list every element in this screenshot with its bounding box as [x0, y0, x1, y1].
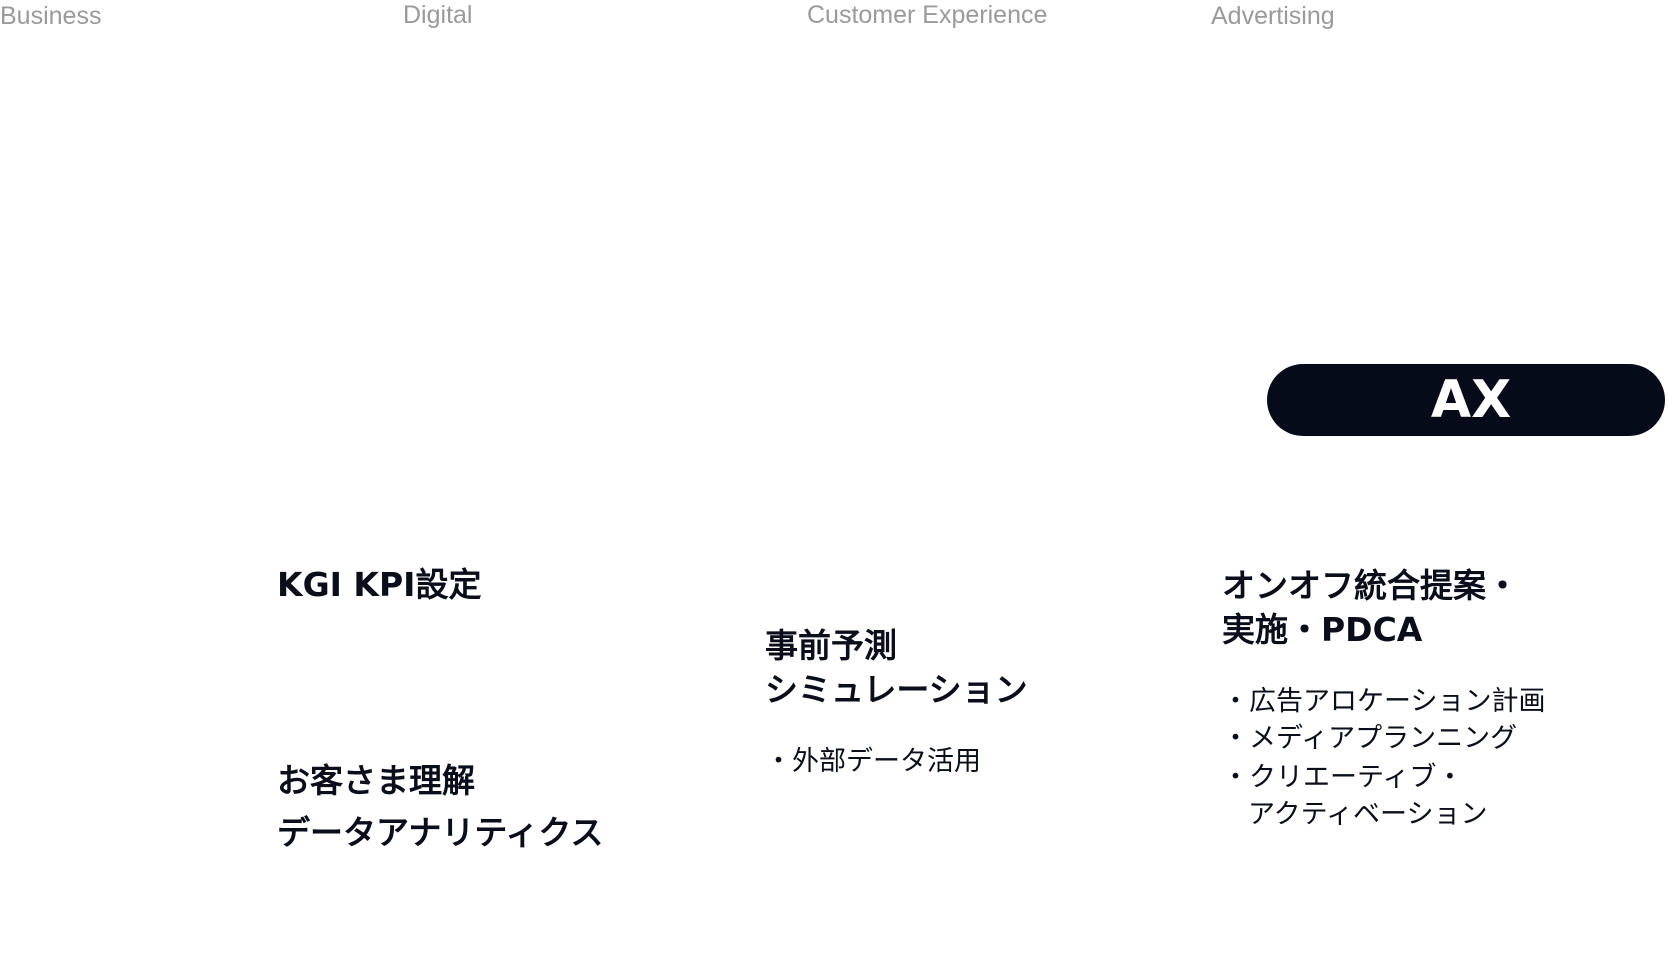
ax-badge-label: AX	[1430, 370, 1512, 430]
ad-bullet: ・メディアプランニング	[1222, 723, 1518, 754]
ad-bullet: ・広告アロケーション計画	[1222, 686, 1546, 717]
data-analytics-heading: データアナリティクス	[277, 813, 604, 852]
forecast-heading-line1: 事前予測	[765, 626, 897, 665]
ax-badge: AX	[1267, 364, 1665, 436]
ad-bullet-continuation: アクティベーション	[1248, 799, 1488, 830]
category-business: Business	[0, 2, 102, 30]
forecast-heading-line2: シミュレーション	[765, 670, 1028, 709]
ad-bullet: ・クリエーティブ・	[1222, 762, 1464, 793]
cx-bullet: ・外部データ活用	[765, 746, 981, 777]
category-digital: Digital	[403, 1, 473, 29]
ad-heading-line1: オンオフ統合提案・	[1222, 566, 1519, 605]
ad-heading-line2: 実施・PDCA	[1222, 610, 1423, 649]
kgi-kpi-heading: KGI KPI設定	[277, 565, 482, 604]
customer-understanding-heading: お客さま理解	[277, 761, 475, 800]
category-customer-experience: Customer Experience	[807, 1, 1048, 29]
category-advertising: Advertising	[1211, 2, 1335, 30]
